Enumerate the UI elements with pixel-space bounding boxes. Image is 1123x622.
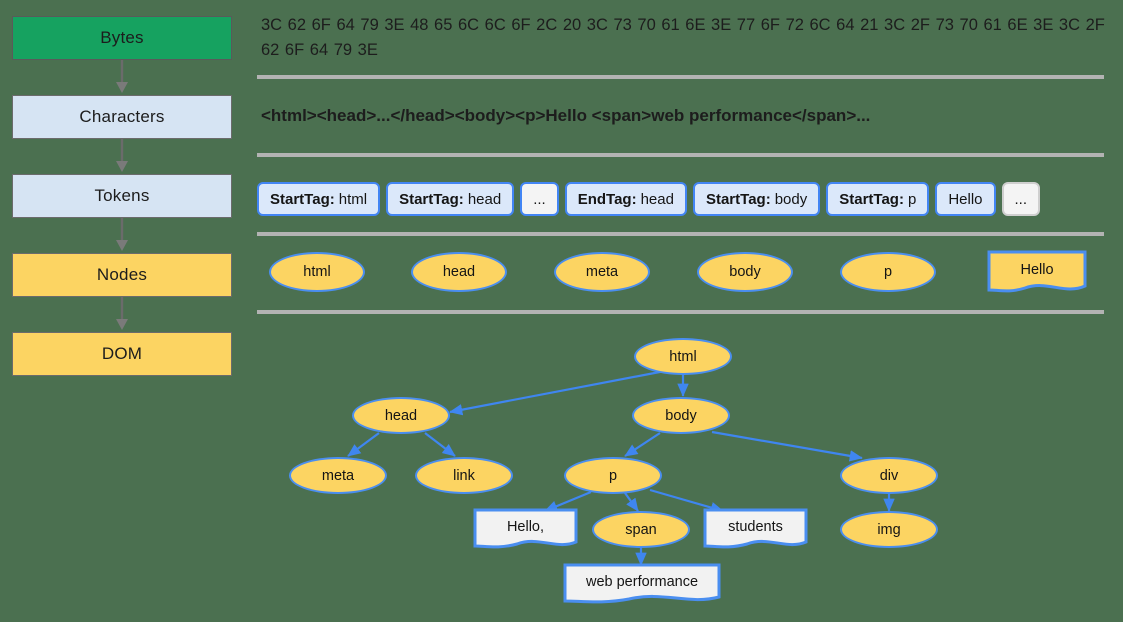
- token-value: ...: [533, 190, 546, 208]
- tree-node-head[interactable]: head: [352, 397, 450, 434]
- pipeline-step-bytes: Bytes: [12, 16, 232, 60]
- tree-node-body[interactable]: body: [632, 397, 730, 434]
- pipeline-step-characters: Characters: [12, 95, 232, 139]
- tree-node-label: web performance: [585, 573, 699, 590]
- token-starttag-html[interactable]: StartTag:html: [257, 182, 381, 216]
- node-body[interactable]: body: [697, 252, 793, 292]
- token-value: body: [774, 190, 808, 208]
- document-shape-icon: [703, 508, 808, 549]
- token-text-hello[interactable]: Hello: [935, 182, 996, 216]
- document-shape-icon: [987, 250, 1087, 293]
- tree-text-node-web-performance[interactable]: web performance: [563, 563, 721, 605]
- node-meta[interactable]: meta: [554, 252, 650, 292]
- token-kind: StartTag:: [839, 190, 904, 208]
- separator-characters-tokens: [257, 153, 1104, 157]
- pipeline-step-nodes: Nodes: [12, 253, 232, 297]
- token-kind: StartTag:: [705, 190, 771, 208]
- separator-tokens-nodes: [257, 232, 1104, 236]
- node-p[interactable]: p: [840, 252, 936, 292]
- tree-node-html[interactable]: html: [634, 338, 732, 375]
- token-starttag-head[interactable]: StartTag:head: [386, 182, 515, 216]
- tree-node-meta[interactable]: meta: [289, 457, 387, 494]
- token-value: ...: [1014, 190, 1028, 208]
- tree-node-label: students: [728, 518, 783, 535]
- tree-node-div[interactable]: div: [840, 457, 938, 494]
- tree-node-p[interactable]: p: [564, 457, 662, 494]
- token-ellipsis-2[interactable]: ...: [1001, 182, 1041, 216]
- token-kind: EndTag:: [577, 190, 637, 208]
- token-value: head: [640, 190, 674, 208]
- node-html[interactable]: html: [269, 252, 365, 292]
- tree-node-link[interactable]: link: [415, 457, 513, 494]
- tree-text-node-hello[interactable]: Hello,: [473, 508, 578, 550]
- pipeline-step-tokens: Tokens: [12, 174, 232, 218]
- token-value: head: [467, 190, 502, 208]
- tree-text-node-students[interactable]: students: [703, 508, 808, 550]
- node-head[interactable]: head: [411, 252, 507, 292]
- token-endtag-head[interactable]: EndTag:head: [564, 182, 687, 216]
- tree-node-img[interactable]: img: [840, 511, 938, 548]
- bytes-hex-text: 3C 62 6F 64 79 3E 48 65 6C 6C 6F 2C 20 3…: [261, 16, 1105, 59]
- separator-nodes-dom: [257, 310, 1104, 314]
- token-value: Hello: [948, 190, 983, 208]
- node-label: Hello: [1020, 261, 1054, 278]
- token-starttag-body[interactable]: StartTag:body: [692, 182, 821, 216]
- pipeline-step-dom: DOM: [12, 332, 232, 376]
- document-shape-icon: [473, 508, 578, 549]
- tokens-row: StartTag:html StartTag:head ... EndTag:h…: [257, 182, 1041, 216]
- token-value: html: [338, 190, 368, 208]
- token-ellipsis-1[interactable]: ...: [520, 182, 559, 216]
- token-kind: StartTag:: [270, 190, 335, 208]
- node-text-hello[interactable]: Hello: [987, 250, 1087, 294]
- token-value: p: [907, 190, 917, 208]
- tree-node-label: Hello,: [506, 518, 545, 535]
- separator-bytes-characters: [257, 75, 1104, 79]
- tree-node-span[interactable]: span: [592, 511, 690, 548]
- token-kind: StartTag:: [399, 190, 464, 208]
- characters-markup-text: <html><head>...</head><body><p>Hello <sp…: [261, 106, 871, 125]
- token-starttag-p[interactable]: StartTag:p: [826, 182, 930, 216]
- document-shape-icon: [563, 563, 721, 604]
